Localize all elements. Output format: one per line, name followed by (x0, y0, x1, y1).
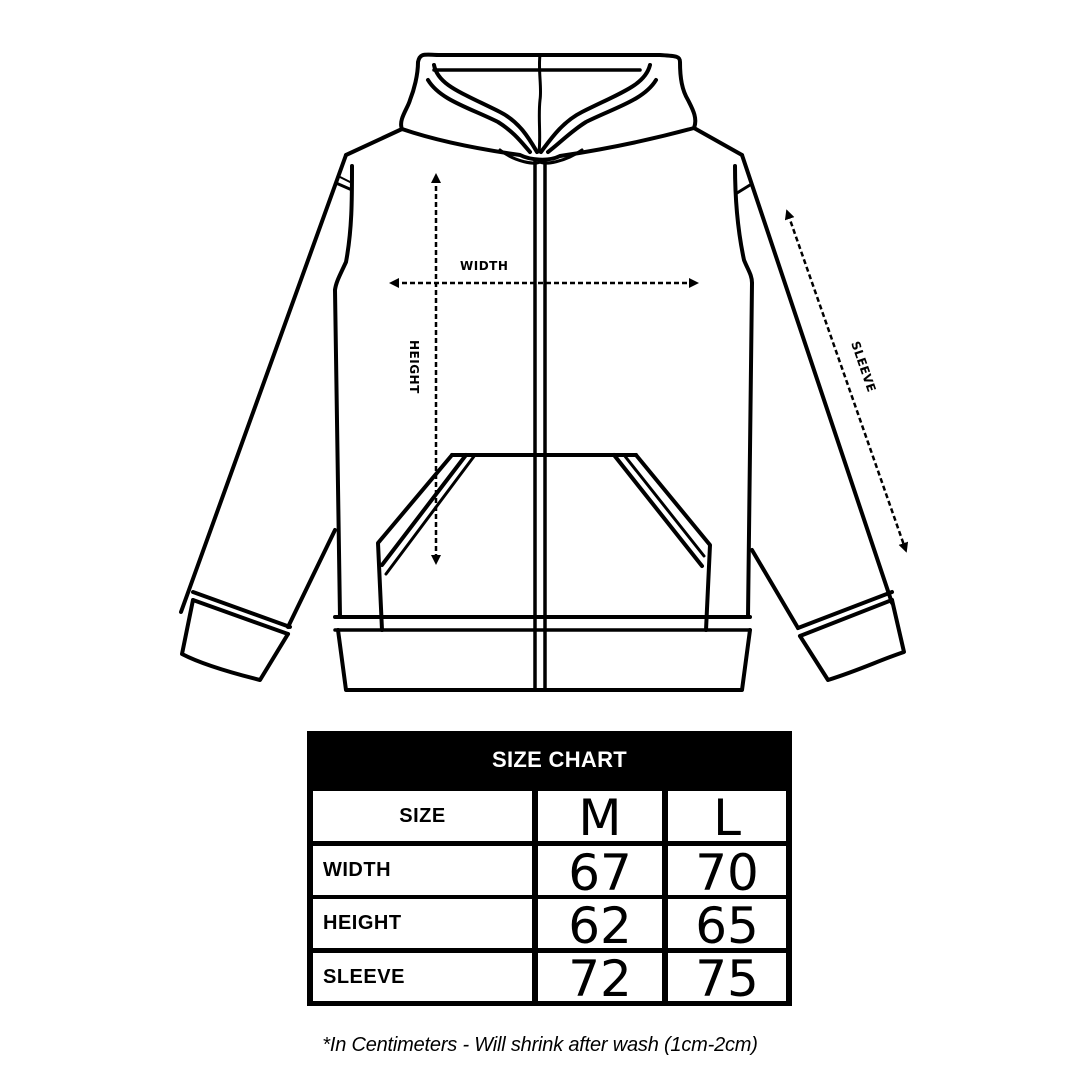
sleeve-arrow (784, 209, 909, 553)
footnote: *In Centimeters - Will shrink after wash… (322, 1034, 758, 1056)
row-label-sleeve: SLEEVE (313, 953, 532, 1001)
size-header-cell: SIZE (313, 791, 532, 841)
size-chart-table: SIZE CHART SIZE M L WIDTH 67 70 HEIGHT 6… (307, 731, 792, 1006)
size-column-m: M (538, 791, 662, 843)
sleeve-m-value: 72 (538, 953, 662, 1004)
width-m-value: 67 (538, 846, 662, 898)
height-label: HEIGHT (407, 340, 421, 394)
row-label-width: WIDTH (313, 846, 532, 895)
width-label: WIDTH (460, 259, 508, 273)
hoodie-diagram: WIDTH HEIGHT SLEEVE (179, 52, 909, 692)
row-label-height: HEIGHT (313, 899, 532, 948)
size-chart-title: SIZE CHART (492, 747, 627, 772)
height-l-value: 65 (668, 899, 786, 951)
hood-outline (399, 52, 698, 131)
size-column-l: L (668, 791, 786, 843)
height-m-value: 62 (538, 899, 662, 951)
width-l-value: 70 (668, 846, 786, 898)
sleeve-l-value: 75 (668, 953, 786, 1004)
sleeve-label: SLEEVE (848, 339, 879, 394)
